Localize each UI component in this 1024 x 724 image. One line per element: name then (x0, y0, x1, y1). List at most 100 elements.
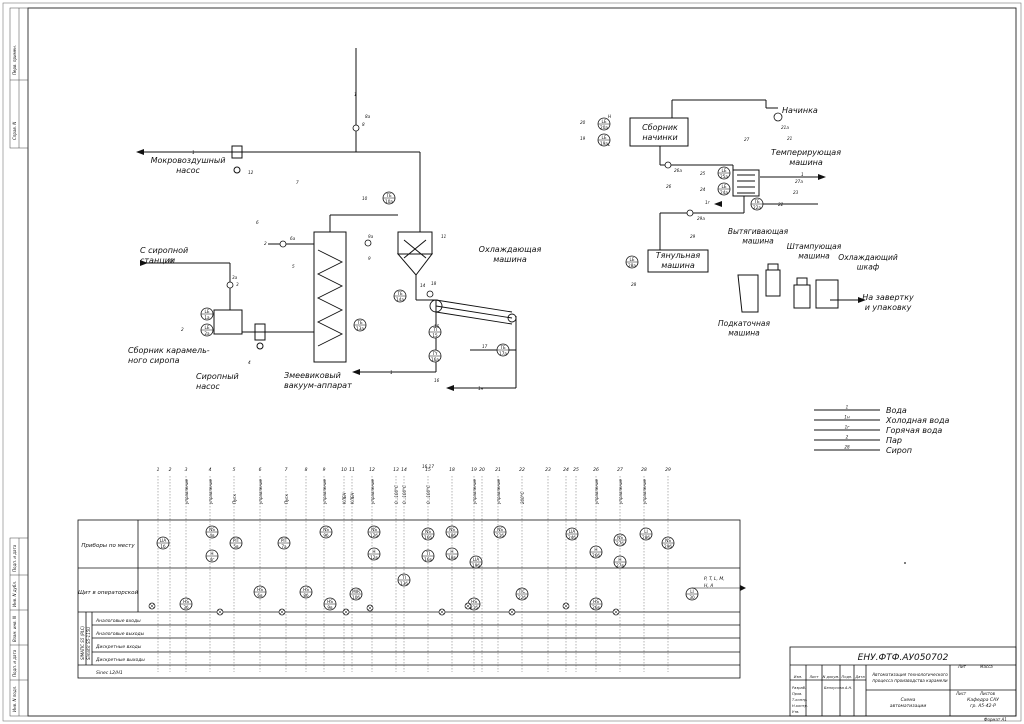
instrument-function: NS (617, 535, 623, 540)
valves-right (664, 112, 783, 217)
format-label: Формат А1 (984, 717, 1007, 722)
title-col-header: N докум. (823, 675, 840, 679)
line-number: 11 (441, 234, 447, 239)
row-series: Simatic S5-115U (86, 627, 91, 660)
instrument-tag: 24a (720, 190, 728, 195)
line-number: 2 (264, 241, 267, 246)
margin-label: Перв. примен. (12, 45, 17, 75)
line-number: 26 (666, 184, 672, 189)
syrup-source-label: С сиропной (140, 246, 188, 255)
cooling-cabinet-label: шкаф (857, 263, 880, 272)
column-number: 26 (593, 467, 599, 473)
column-caption: управление (184, 478, 189, 505)
legend-code: 2 (846, 435, 849, 440)
instrument-function: HS (257, 587, 263, 592)
cooling-machine-label: Охлаждающая (479, 245, 542, 254)
column-number: 1 (157, 467, 160, 473)
title-col-header: Лист (808, 675, 819, 679)
line-number: 18 (431, 281, 437, 286)
instrument-tag: 27б (616, 541, 624, 546)
line-number: 21 (787, 136, 793, 141)
instrument-function: NS (425, 529, 431, 534)
instrument-function: TE (385, 193, 392, 198)
column-number: 15 (425, 467, 431, 473)
row-do: Дискретные выходы (95, 657, 145, 663)
instrument-tag: 21б (496, 533, 504, 538)
line-number: 1н (478, 386, 484, 391)
instrument-tag: 4г (210, 557, 215, 562)
syrup-pump-label: насос (196, 382, 220, 391)
collector-label: ного сиропа (128, 356, 180, 365)
instrument-function: NS (449, 527, 455, 532)
line-number: 29a (697, 216, 705, 221)
column-number: 2 (169, 467, 172, 473)
line-number: 17 (482, 344, 488, 349)
line-number: 21a (781, 125, 789, 130)
column-number: 14 (401, 467, 407, 473)
column-number: 23 (545, 467, 551, 473)
wrapping-label: и упаковку (865, 303, 912, 312)
lit-label: Лит (957, 664, 967, 669)
column-caption: Пуск (284, 493, 289, 504)
margin-label: Взам. инв. N (12, 616, 17, 642)
column-caption: управление (322, 478, 327, 505)
instrument-function: TE (356, 320, 363, 325)
title-row-header: Пров. (792, 692, 802, 696)
wet-pump-label: насос (176, 166, 200, 175)
instrument-function: MIR (352, 589, 360, 594)
margin-label: Справ. N (12, 122, 17, 140)
legend-code: 28 (844, 445, 850, 450)
line-number: 19 (580, 136, 586, 141)
instrument-tag: 9в (327, 605, 333, 610)
column-caption: КЛЕН (350, 493, 355, 504)
line-number: 9a (368, 234, 374, 239)
line-number: 20 (580, 120, 586, 125)
instrument-tag: 16б (424, 535, 432, 540)
tempering-label: машина (789, 158, 823, 167)
syrup-pump-label: Сиропный (196, 372, 239, 381)
column-caption: управление (370, 478, 375, 505)
line-number: 1 (801, 172, 804, 177)
line-number: 1г (705, 200, 711, 205)
panel-signal-list: P, T, L, M, (704, 576, 725, 582)
syrup-source-label: станции (140, 256, 175, 265)
mass-label: Масса (980, 664, 993, 669)
line-number: 12 (248, 170, 254, 175)
instrument-function: H (450, 549, 453, 554)
automation-table (77, 519, 741, 679)
column-caption: управление (208, 478, 213, 505)
filling-collector (629, 117, 689, 147)
instrument-function: HS (593, 599, 599, 604)
column-caption: КЛЕН (342, 493, 347, 504)
legend-label: Пар (886, 436, 902, 445)
instrument-tag: 13б (400, 581, 408, 586)
line-number: 10 (362, 196, 368, 201)
instrument-tag: 16a (431, 357, 439, 362)
line-number: 3a (232, 275, 238, 280)
instrument-tag: 3б (183, 605, 189, 610)
row-ao: Аналоговые выходы (95, 631, 145, 637)
line-number: 28 (168, 258, 174, 263)
filling-label: Начинка (782, 106, 818, 115)
column-number: 27 (617, 467, 623, 473)
vacuum-apparatus-label: вакуум-аппарат (284, 381, 352, 390)
filling-section-pipes (659, 99, 858, 301)
instrument-tag: 7а (281, 544, 287, 549)
